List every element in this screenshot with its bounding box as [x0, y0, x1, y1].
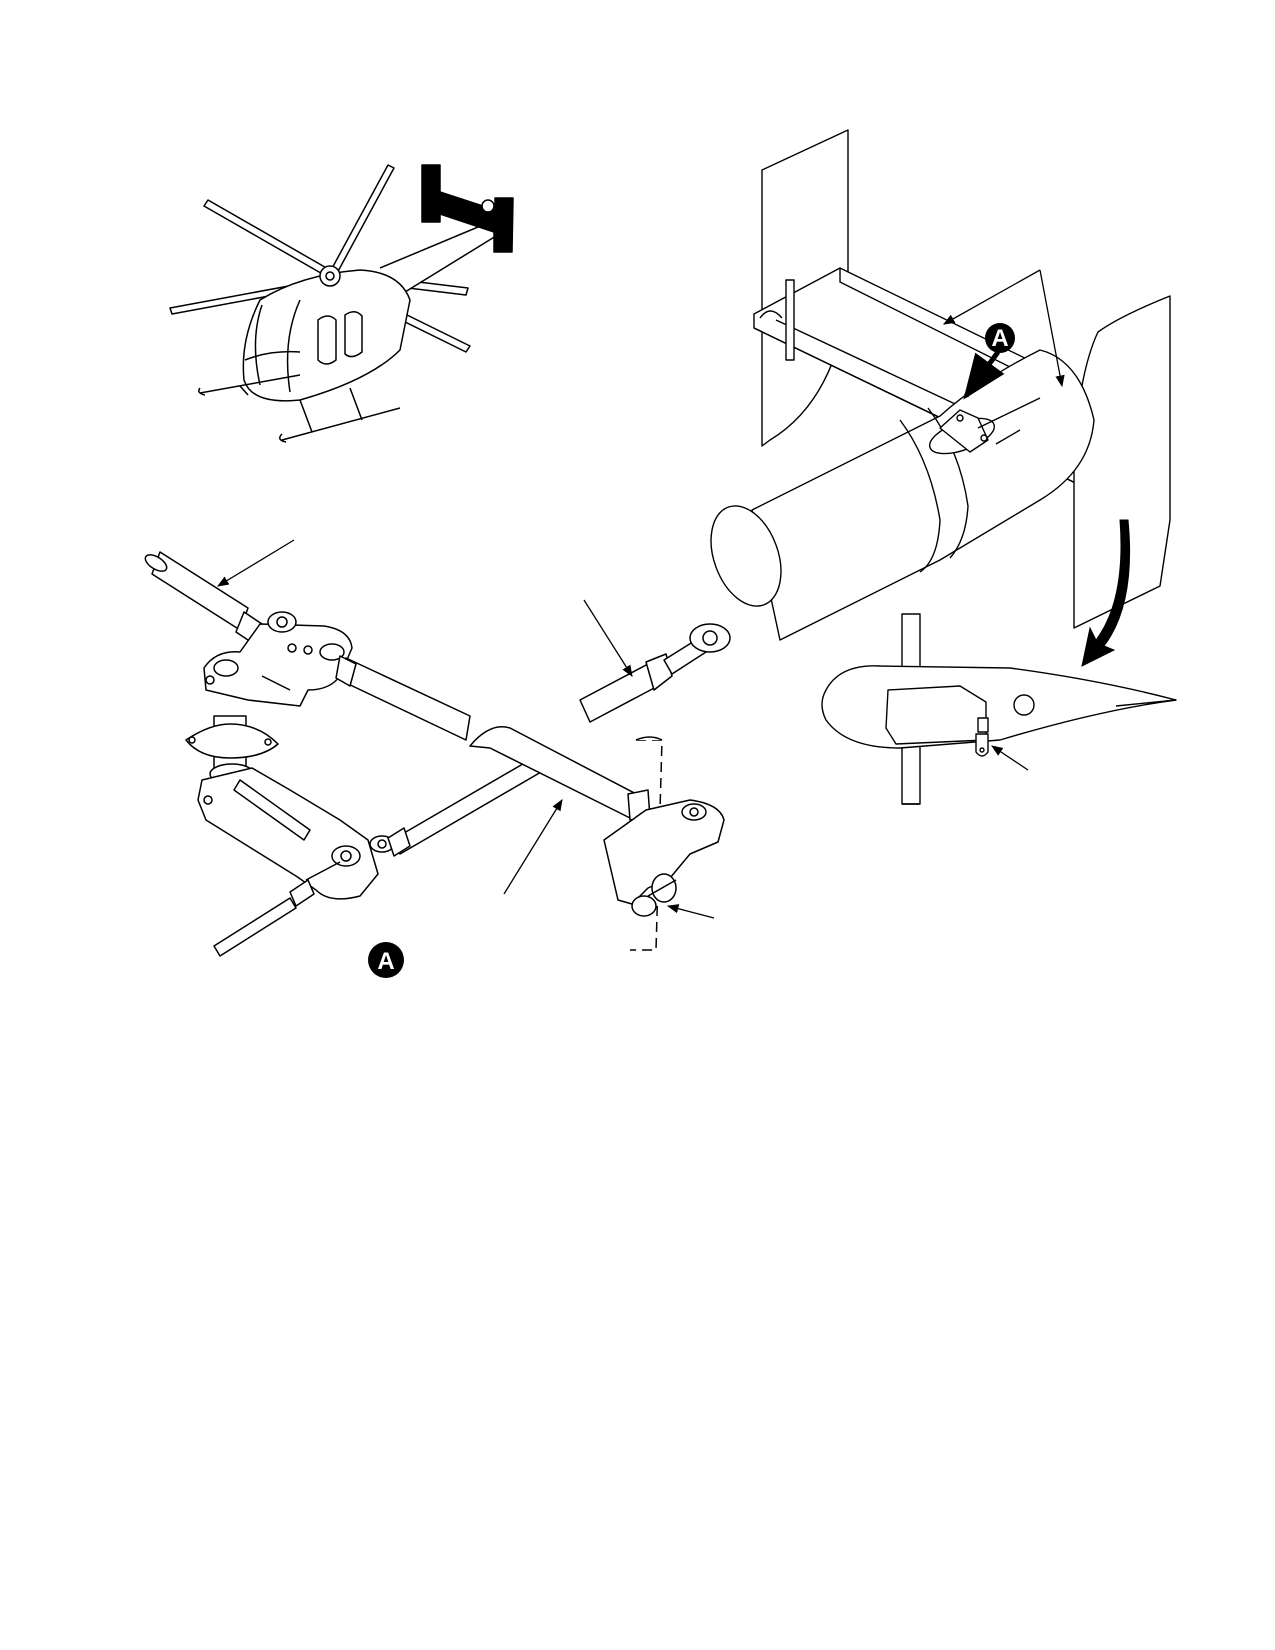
helicopter-icon — [169, 164, 514, 443]
control-rod-icon — [343, 657, 471, 741]
control-rod-icon — [391, 753, 549, 855]
leader-arrow-icon — [216, 539, 715, 919]
curved-arrow-icon — [1081, 519, 1131, 667]
detail-callout-label: A — [991, 325, 1008, 352]
tail-assembly — [710, 129, 1171, 641]
control-rod-icon — [151, 551, 249, 631]
leader-arrow-icon — [942, 269, 1065, 388]
detail-callout-fin: A — [963, 323, 1015, 400]
detail-callout-label: A — [377, 948, 394, 975]
control-rod-icon — [579, 663, 659, 723]
detail-callout-linkage: A — [368, 942, 404, 978]
control-rod-icon — [213, 897, 297, 957]
linkage-detail — [144, 551, 731, 957]
fin-section-icon — [821, 613, 1177, 805]
bellcrank-icon — [197, 767, 379, 900]
vertical-fin-icon — [1073, 295, 1171, 629]
leader-arrow-icon — [991, 745, 1029, 771]
control-rod-icon — [469, 726, 641, 819]
bellcrank-icon — [203, 623, 353, 707]
